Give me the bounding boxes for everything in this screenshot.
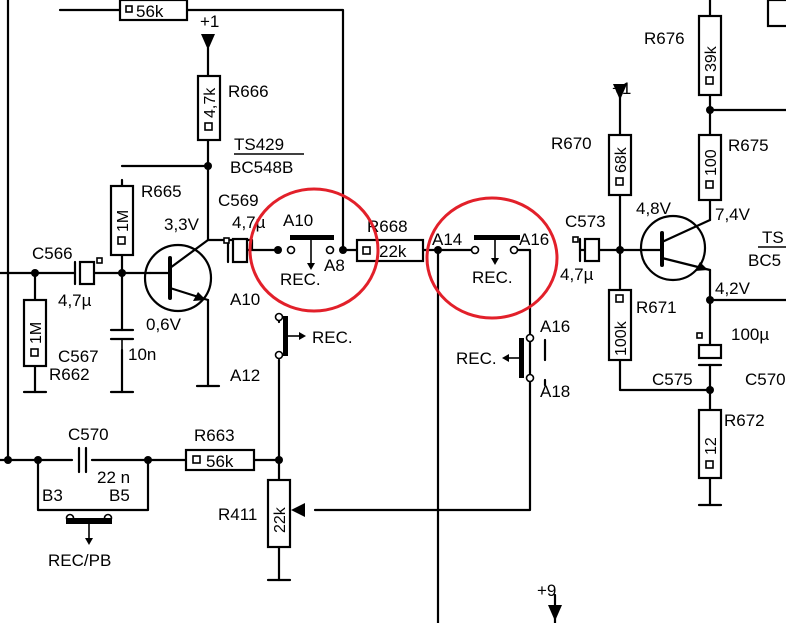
capacitor-value: 22 n <box>97 468 130 487</box>
switch-label: REC. <box>312 328 353 347</box>
switch-b3-b5: B3 B5 REC/PB <box>42 486 130 570</box>
transistor-type: BC548B <box>230 158 293 177</box>
resistor-value: 56k <box>206 452 234 471</box>
resistor-r663: 56k R663 <box>184 426 256 472</box>
voltage-label: 3,3V <box>164 215 200 234</box>
switch-contact-label: A8 <box>324 256 345 275</box>
ground-symbols <box>22 384 723 582</box>
supply-label: +1 <box>612 79 631 98</box>
voltage-label: 4,2V <box>715 279 751 298</box>
switch-label: REC. <box>472 268 513 287</box>
voltage-label: 0,6V <box>146 315 182 334</box>
supply-labels: +1 +1 +9 <box>200 12 631 600</box>
capacitor-label: C570 <box>68 425 109 444</box>
capacitor-c573: C573 4,7µ <box>560 212 606 284</box>
resistor-label: R672 <box>724 411 765 430</box>
capacitor-label: C567 <box>58 347 99 366</box>
resistor-label: R666 <box>228 82 269 101</box>
capacitor-label: C573 <box>565 212 606 231</box>
resistor-r671: 100k R671 <box>607 288 677 362</box>
resistor-label: R676 <box>644 29 685 48</box>
switch-contact-label: A14 <box>432 230 462 249</box>
resistor-value: 1M <box>115 210 132 232</box>
capacitor-label: C569 <box>218 191 259 210</box>
switch-contact-label: B3 <box>42 486 63 505</box>
resistor-label: R665 <box>141 182 182 201</box>
highlight-annotations <box>248 187 559 320</box>
junction-dots <box>4 106 714 464</box>
resistor-label: R675 <box>728 136 769 155</box>
capacitor-label: C575 <box>652 370 693 389</box>
capacitor-c575: 100µ C575 <box>652 325 769 389</box>
resistor-label: R671 <box>636 298 677 317</box>
capacitor-c570: C570 22 n <box>68 425 130 487</box>
resistor-value: 1M <box>28 322 45 344</box>
resistor-value: 12 <box>703 437 720 455</box>
resistor-r670: 68k R670 <box>551 133 633 197</box>
switch-contact-label: A16 <box>519 230 549 249</box>
supply-arrows <box>201 34 627 621</box>
capacitor-value: 4,7µ <box>232 213 266 232</box>
switch-contact-label: A18 <box>540 382 570 401</box>
highlight-circle-left <box>248 187 380 313</box>
resistor-r666: 4,7k R666 <box>196 74 269 142</box>
capacitor-value: 4,7µ <box>58 291 92 310</box>
resistor-value: 68k <box>613 146 630 173</box>
resistor-r672: 12 R672 <box>697 408 765 480</box>
supply-label: +9 <box>537 581 556 600</box>
resistor-label: R670 <box>551 134 592 153</box>
switch-contact-label: A12 <box>230 366 260 385</box>
resistor-value: 56k <box>136 2 164 21</box>
resistor-label: R411 <box>218 505 257 524</box>
capacitor-c567: C567 10n <box>58 328 156 366</box>
resistor-value: 4,7k <box>202 87 219 118</box>
capacitor-value: 100µ <box>731 325 769 344</box>
voltage-label: 7,4V <box>715 205 751 224</box>
voltage-labels: 3,3V 0,6V 4,8V 7,4V 4,2V <box>146 199 751 334</box>
highlight-circle-right <box>425 196 559 320</box>
switch-label: REC. <box>456 349 497 368</box>
resistor-label: R663 <box>194 426 235 445</box>
resistor-r676: 39k R676 <box>644 14 723 97</box>
capacitor-c569: C569 4,7µ <box>218 191 266 264</box>
transistor-label: TS <box>762 228 784 247</box>
switch-label: REC/PB <box>48 551 111 570</box>
switch-contact-label: A10 <box>230 290 260 309</box>
switch-a14-a16: A14 A16 REC. <box>432 230 549 287</box>
transistor-ts429: TS429 BC548B <box>143 135 304 313</box>
capacitor-value: 10n <box>128 345 156 364</box>
transistor-right: TS BC5 <box>638 214 786 282</box>
transistor-label: TS429 <box>234 135 284 154</box>
capacitor-edge-label: C570 <box>745 370 786 389</box>
resistor-value: 39k <box>703 45 720 72</box>
voltage-label: 4,8V <box>636 199 672 218</box>
potentiometer-r411: 22k R411 <box>218 478 305 549</box>
switch-a10-a8: A10 A8 REC. <box>280 211 345 289</box>
resistor-value: 22k <box>272 506 289 533</box>
switch-contact-label: A16 <box>540 317 570 336</box>
switch-label: REC. <box>280 270 321 289</box>
resistor-top-56k: 56k <box>118 0 189 22</box>
capacitor-value: 4,7µ <box>560 265 594 284</box>
resistor-label: R662 <box>49 365 90 384</box>
capacitor-label: C570 <box>745 370 786 389</box>
switch-contact-label: A10 <box>283 211 313 230</box>
supply-label: +1 <box>200 12 219 31</box>
switch-a16-a18: A16 A18 REC. <box>456 317 570 401</box>
switch-contact-label: B5 <box>109 486 130 505</box>
resistor-r665: 1M R665 <box>109 182 182 257</box>
resistor-r668: 22k R668 <box>355 217 425 263</box>
capacitor-label: C566 <box>32 244 73 263</box>
resistor-label: R668 <box>367 217 408 236</box>
transistor-type: BC5 <box>748 251 781 270</box>
resistor-r675: 100 R675 <box>697 133 769 202</box>
resistor-r662: 1M R662 <box>22 298 90 384</box>
resistor-value: 22k <box>379 242 407 261</box>
switch-a10-a12: A10 A12 REC. <box>230 290 353 385</box>
right-edge-fragments <box>766 0 786 28</box>
capacitor-c566: C566 4,7µ <box>32 244 103 310</box>
resistor-value: 100 <box>703 149 720 176</box>
resistor-value: 100k <box>613 320 630 356</box>
